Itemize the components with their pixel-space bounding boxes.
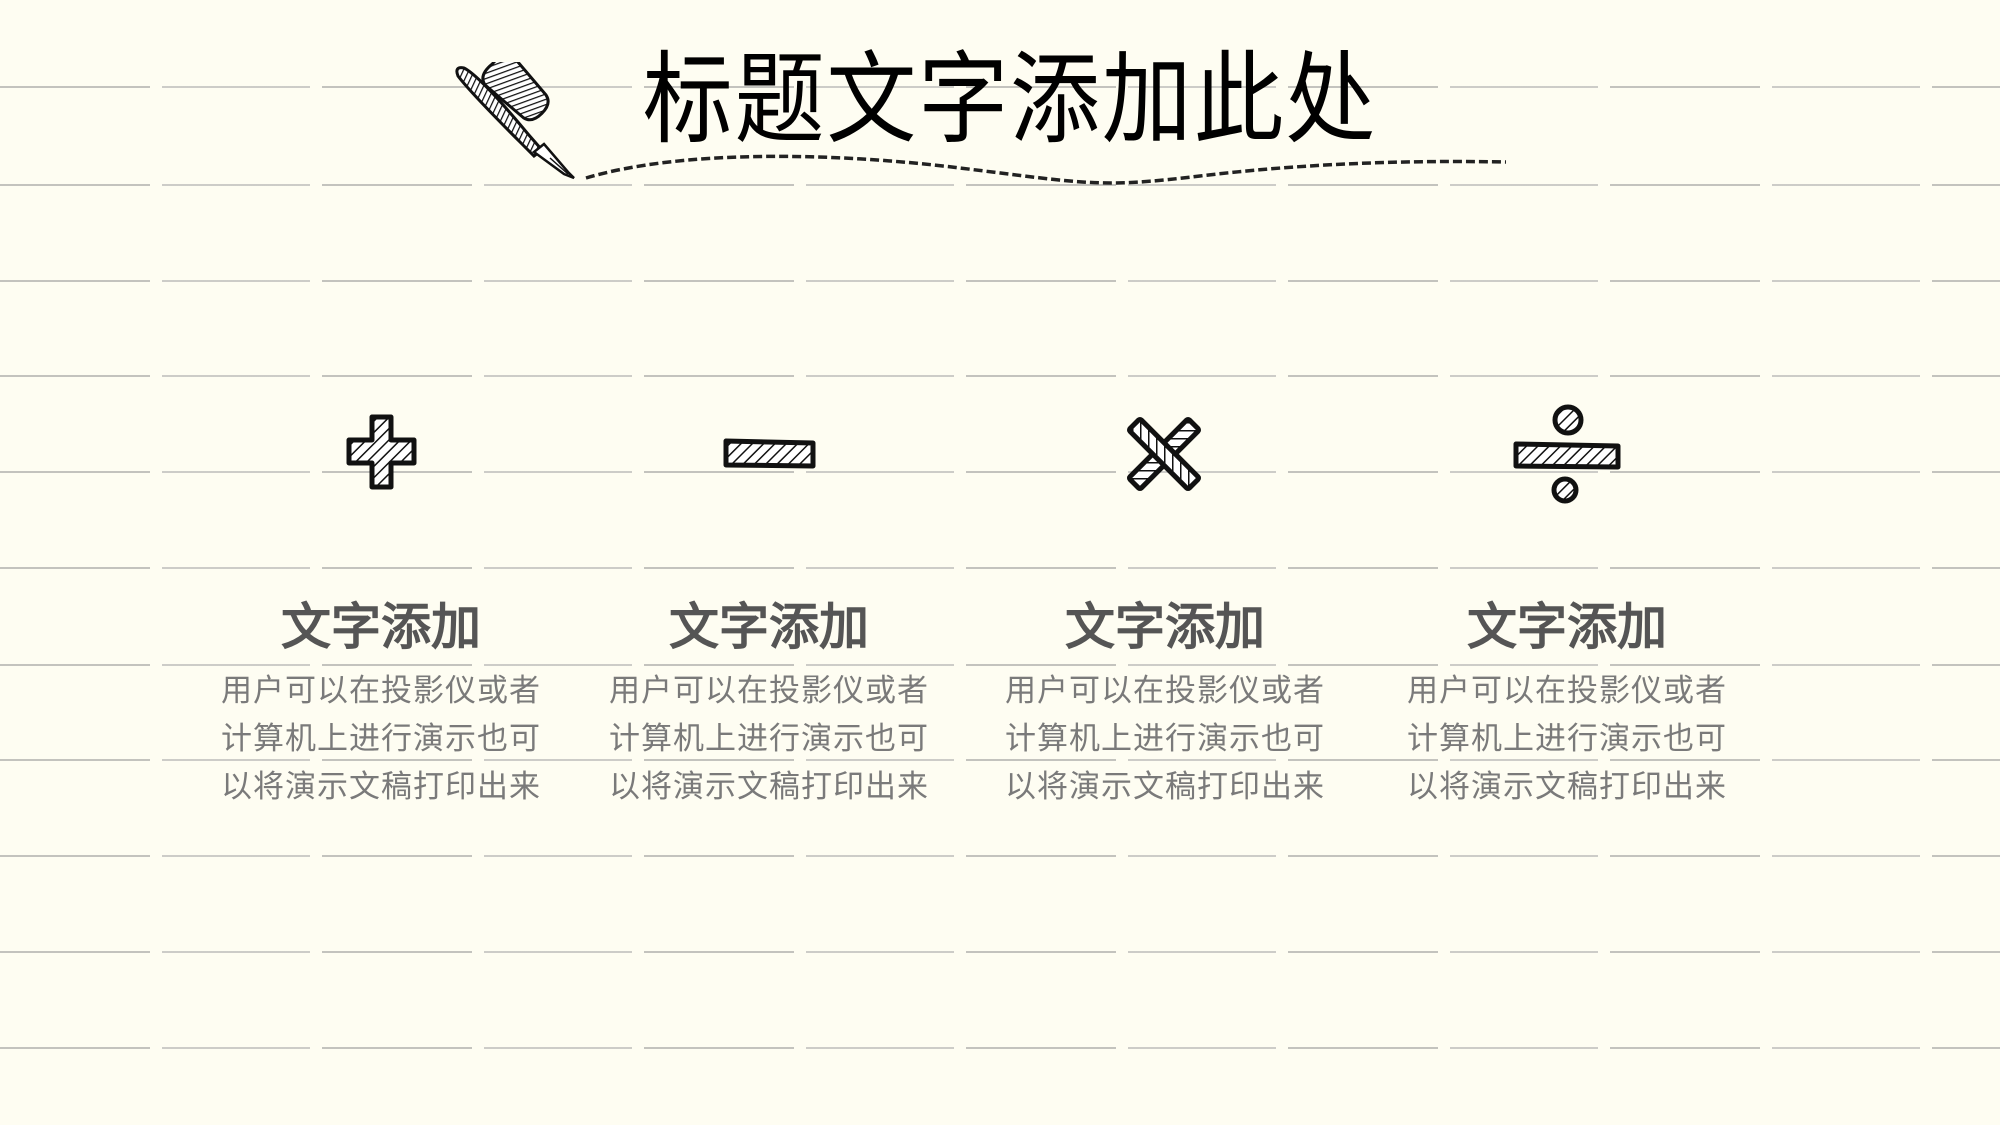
column-heading: 文字添加: [669, 598, 869, 656]
column-body: 用户可以在投影仪或者 计算机上进行演示也可 以将演示文稿打印出来: [985, 667, 1345, 811]
fountain-pen-icon: [455, 62, 575, 180]
feature-column-plus: 文字添加 用户可以在投影仪或者 计算机上进行演示也可 以将演示文稿打印出来: [201, 595, 561, 811]
body-line: 计算机上进行演示也可: [609, 721, 929, 757]
wavy-underline: [585, 154, 1507, 185]
rule-line: [0, 184, 2000, 186]
column-body: 用户可以在投影仪或者 计算机上进行演示也可 以将演示文稿打印出来: [589, 667, 949, 811]
column-heading: 文字添加: [1065, 598, 1265, 656]
column-heading: 文字添加: [281, 598, 481, 656]
page-title: 标题文字添加此处: [642, 41, 1378, 158]
body-line: 计算机上进行演示也可: [221, 721, 541, 757]
column-body: 用户可以在投影仪或者 计算机上进行演示也可 以将演示文稿打印出来: [201, 667, 561, 811]
rule-line: [0, 86, 2000, 88]
body-line: 用户可以在投影仪或者: [1407, 673, 1727, 709]
rule-line: [0, 471, 2000, 473]
rule-line: [0, 664, 2000, 666]
body-line: 用户可以在投影仪或者: [221, 673, 541, 709]
body-line: 以将演示文稿打印出来: [1407, 769, 1727, 805]
body-line: 以将演示文稿打印出来: [221, 769, 541, 805]
multiply-icon: [1126, 416, 1202, 492]
feature-column-divide: 文字添加 用户可以在投影仪或者 计算机上进行演示也可 以将演示文稿打印出来: [1387, 595, 1747, 811]
rule-line: [0, 951, 2000, 953]
column-body: 用户可以在投影仪或者 计算机上进行演示也可 以将演示文稿打印出来: [1387, 667, 1747, 811]
body-line: 用户可以在投影仪或者: [609, 673, 929, 709]
divide-icon: [1513, 404, 1621, 504]
body-line: 用户可以在投影仪或者: [1005, 673, 1325, 709]
feature-column-multiply: 文字添加 用户可以在投影仪或者 计算机上进行演示也可 以将演示文稿打印出来: [985, 595, 1345, 811]
body-line: 以将演示文稿打印出来: [609, 769, 929, 805]
body-line: 计算机上进行演示也可: [1407, 721, 1727, 757]
rule-line: [0, 759, 2000, 761]
feature-column-minus: 文字添加 用户可以在投影仪或者 计算机上进行演示也可 以将演示文稿打印出来: [589, 595, 949, 811]
minus-icon: [723, 438, 816, 469]
rule-line: [0, 1047, 2000, 1049]
rule-line: [0, 375, 2000, 377]
plus-icon: [346, 414, 417, 490]
rule-line: [0, 855, 2000, 857]
body-line: 以将演示文稿打印出来: [1005, 769, 1325, 805]
rule-line: [0, 567, 2000, 569]
column-heading: 文字添加: [1467, 598, 1667, 656]
body-line: 计算机上进行演示也可: [1005, 721, 1325, 757]
rule-line: [0, 280, 2000, 282]
